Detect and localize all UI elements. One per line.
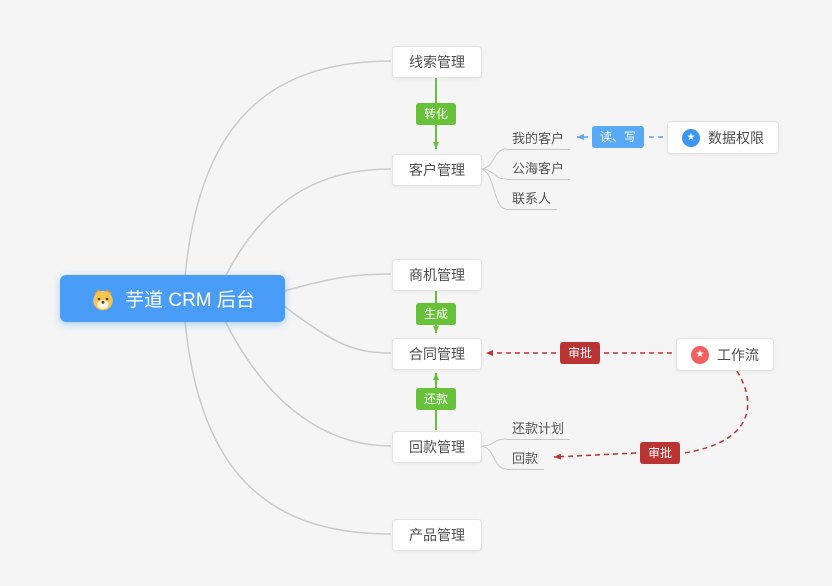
connector-root-to-leads xyxy=(184,60,392,278)
subitem-my-customers[interactable]: 我的客户 xyxy=(506,128,571,150)
star-icon: ★ xyxy=(682,128,700,147)
node-products[interactable]: 产品管理 xyxy=(392,519,482,551)
connector-payments-to-repayment-plan xyxy=(479,438,507,447)
node-data-permission-label: 数据权限 xyxy=(708,129,764,146)
connector-customers-to-my-customers xyxy=(479,148,507,170)
subitem-contacts[interactable]: 联系人 xyxy=(506,188,558,210)
star-icon: ★ xyxy=(691,345,709,364)
node-contracts[interactable]: 合同管理 xyxy=(392,338,482,370)
badge-approve-contract: 审批 xyxy=(560,342,601,364)
connector-payments-to-repayment xyxy=(479,445,507,470)
node-leads[interactable]: 线索管理 xyxy=(392,46,482,78)
connector-root-to-contracts xyxy=(283,305,392,354)
badge-read-write: 读、写 xyxy=(592,126,645,148)
subitem-repayment[interactable]: 回款 xyxy=(506,448,545,470)
subitem-repayment-plan[interactable]: 还款计划 xyxy=(506,418,571,440)
badge-generate: 生成 xyxy=(416,303,457,325)
connector-root-to-customers xyxy=(224,168,392,278)
arrow-approve-to-repayment xyxy=(553,452,637,460)
node-customers[interactable]: 客户管理 xyxy=(392,154,482,186)
connector-root-to-products xyxy=(184,320,392,535)
dashed-workflow-to-approve-payment xyxy=(683,370,749,454)
connector-customers-to-contacts xyxy=(479,168,507,210)
badge-repay: 还款 xyxy=(416,388,457,410)
node-workflow[interactable]: ★ 工作流 xyxy=(676,338,774,371)
dog-icon xyxy=(90,286,116,312)
node-payments[interactable]: 回款管理 xyxy=(392,431,482,463)
root-node-label: 芋道 CRM 后台 xyxy=(125,290,255,311)
node-data-permission[interactable]: ★ 数据权限 xyxy=(667,121,779,154)
connector-root-to-payments xyxy=(224,320,392,447)
badge-approve-payment: 审批 xyxy=(640,442,681,464)
connector-root-to-opportunities xyxy=(283,273,392,292)
node-opportunities[interactable]: 商机管理 xyxy=(392,259,482,291)
badge-convert: 转化 xyxy=(416,103,457,125)
root-node-crm[interactable]: 芋道 CRM 后台 xyxy=(60,275,285,322)
node-workflow-label: 工作流 xyxy=(717,346,759,363)
subitem-public-customers[interactable]: 公海客户 xyxy=(506,158,571,180)
